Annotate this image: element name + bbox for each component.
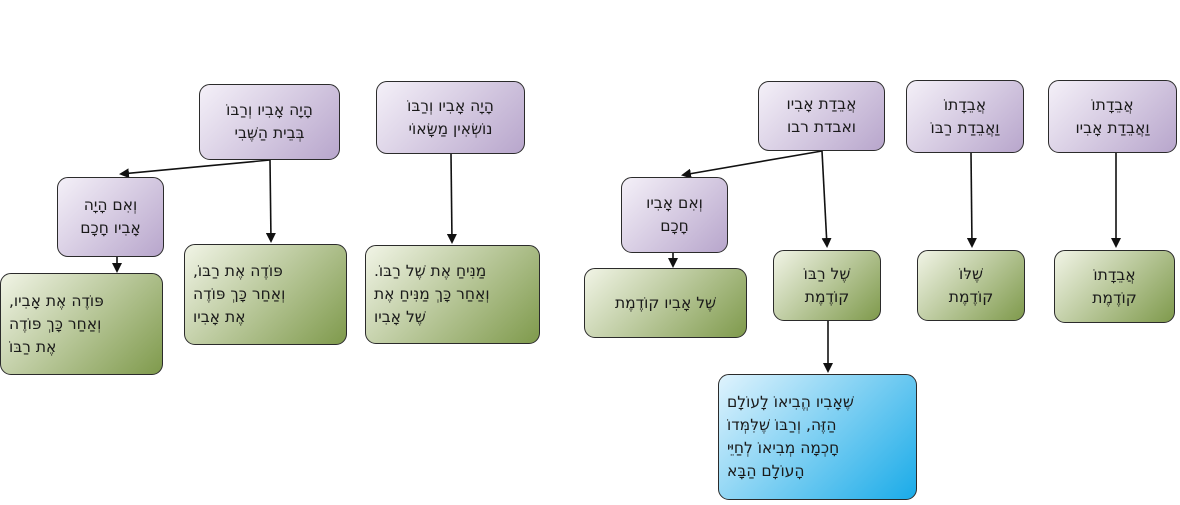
node-text-line: אָבִיו חָכָם xyxy=(80,219,141,237)
node-text-line: הָעוֹלָם הַבָּא xyxy=(727,462,805,480)
node-text-line: הַזֶּה, וְרַבּוֹ שֶׁלִּמְּדוֹ xyxy=(727,416,837,434)
node-father-first: שֶׁל אָבִיו קוֹדֶמֶת xyxy=(584,268,747,338)
node-text-line: שֶׁלּוֹ xyxy=(959,264,984,283)
node-text-line: אֶת רַבּוֹ xyxy=(9,337,57,356)
node-if-father-is-sage: וְאִם אָבִיו חָכָם xyxy=(621,177,728,253)
node-text-line: אֲבֵדָתוֹ xyxy=(1093,265,1136,284)
node-text-line: חָכְמָה מְבִיאוֹ לְחַיֵּי xyxy=(727,439,840,457)
node-his-first: שֶׁלּוֹ קוֹדֶמֶת xyxy=(917,250,1025,321)
node-text-line: וְאִם אָבִיו xyxy=(646,194,703,212)
edge-n11-n14 xyxy=(265,159,276,243)
node-text-line: נוֹשְׂאִין מַשָּׂאוֹי xyxy=(408,119,493,138)
node-text-line: שֶׁל אָבִיו xyxy=(374,308,426,326)
node-text-line: וְאַחַר כָּךְ פּוֹדֶה xyxy=(193,285,286,303)
node-text-line: ואבדת רבו xyxy=(786,118,857,136)
node-father-teacher-in-captivity: הָיָה אָבִיו וְרַבּוֹ בְּבֵית הַשֶּׁבִי xyxy=(199,84,340,160)
node-own-item-first: אֲבֵדָתוֹ קוֹדֶמֶת xyxy=(1054,250,1175,323)
node-if-father-was-sage: וְאִם הָיָה אָבִיו חָכָם xyxy=(57,177,164,257)
node-text-line: פּוֹדֶה אֶת אָבִיו, xyxy=(9,291,104,310)
node-text-line: אֲבֵדָתוֹ xyxy=(1091,95,1134,114)
node-unload-teacher-first: מַנִּיחַ אֶת שֶׁל רַבּוֹ. וְאַחַר כָּךְ מ… xyxy=(365,245,540,344)
node-father-teacher-carrying-loads: הָיָה אָבִיו וְרַבּוֹ נוֹשְׂאִין מַשָּׂאו… xyxy=(376,81,525,154)
node-text-line: וְאִם הָיָה xyxy=(83,196,138,214)
node-text-line: קוֹדֶמֶת xyxy=(804,287,850,306)
node-text-line: הָיָה אָבִיו וְרַבּוֹ xyxy=(407,96,494,115)
node-text-line: פּוֹדֶה אֶת רַבּוֹ, xyxy=(193,262,283,280)
edge-n11-n13 xyxy=(119,159,271,179)
node-lost-item-own-and-teacher: אֲבֵדָתוֹ וַאֲבֵדַת רַבּוֹ xyxy=(906,80,1024,153)
node-text-line: וְאַחַר כָּךְ מַנִּיחַ אֶת xyxy=(374,285,490,303)
edge-n3-n7 xyxy=(681,150,823,179)
edge-n3-n6 xyxy=(821,150,832,248)
node-text-line: אֲבֵדַת אָבִיו xyxy=(786,95,857,113)
node-text-line: מַנִּיחַ אֶת שֶׁל רַבּוֹ. xyxy=(374,262,487,280)
node-text-line: בְּבֵית הַשֶּׁבִי xyxy=(234,124,305,142)
node-text-line: קוֹדֶמֶת xyxy=(948,287,994,306)
node-redeem-teacher-first: פּוֹדֶה אֶת רַבּוֹ, וְאַחַר כָּךְ פּוֹדֶה… xyxy=(184,244,347,345)
node-text-line: שֶׁל רַבּוֹ xyxy=(803,264,851,283)
node-text-line: וַאֲבֵדַת רַבּוֹ xyxy=(930,118,1000,137)
node-text-line: אֲבֵדָתוֹ xyxy=(943,95,987,114)
node-reason-teacher-brings-to-next-world: שֶׁאָבִיו הֱבִיאוֹ לָעוֹלָם הַזֶּה, וְרַב… xyxy=(718,374,917,500)
edge-n10-n12 xyxy=(446,153,457,244)
node-lost-item-father-and-teacher: אֲבֵדַת אָבִיו ואבדת רבו xyxy=(758,81,885,151)
node-text-line: שֶׁאָבִיו הֱבִיאוֹ לָעוֹלָם xyxy=(727,393,854,411)
node-text-line: קוֹדֶמֶת xyxy=(1092,288,1137,307)
node-text-line: חָכָם xyxy=(660,217,689,235)
node-teacher-first: שֶׁל רַבּוֹ קוֹדֶמֶת xyxy=(773,250,881,321)
node-lost-item-own-and-father: אֲבֵדָתוֹ וַאֲבֵדַת אָבִיו xyxy=(1048,80,1177,153)
node-redeem-father-first: פּוֹדֶה אֶת אָבִיו, וְאַחַר כָּךְ פּוֹדֶה… xyxy=(0,273,163,375)
edge-n2-n5 xyxy=(966,152,977,248)
node-text-line: וְאַחַר כָּךְ פּוֹדֶה xyxy=(9,314,102,333)
node-text-line: אֶת אָבִיו xyxy=(193,308,246,326)
node-text-line: וַאֲבֵדַת אָבִיו xyxy=(1075,118,1150,137)
node-text-line: שֶׁל אָבִיו קוֹדֶמֶת xyxy=(614,293,717,312)
node-text-line: הָיָה אָבִיו וְרַבּוֹ xyxy=(226,101,313,119)
